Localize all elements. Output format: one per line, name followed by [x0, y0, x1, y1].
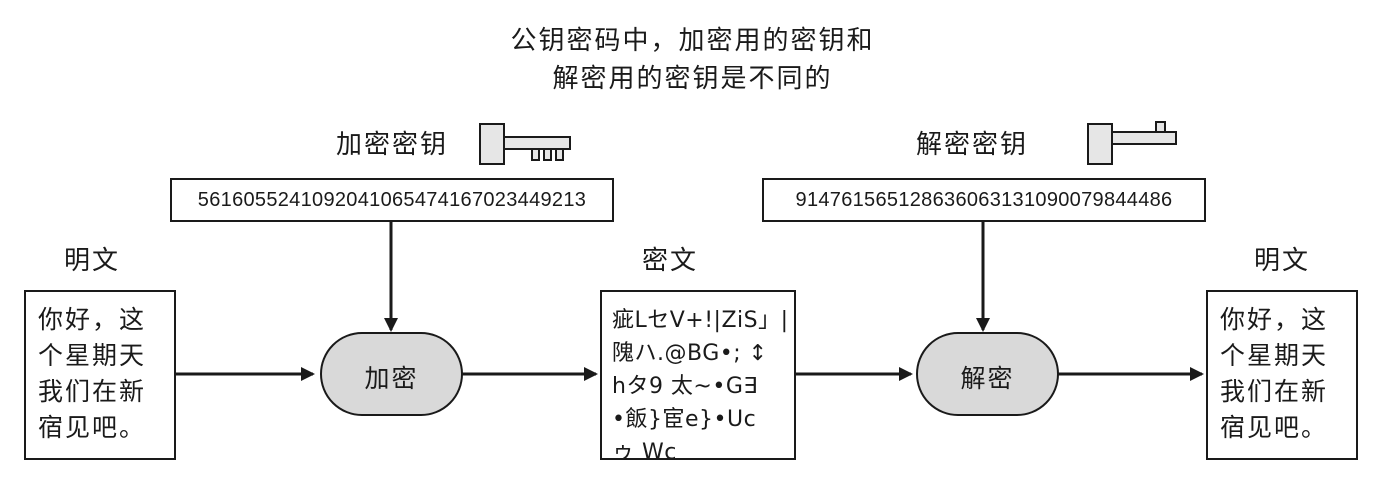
encrypt-key-icon — [479, 123, 571, 165]
ciphertext-line: •飯}宦e}•Uc — [612, 407, 757, 432]
ciphertext-label: 密文 — [642, 246, 699, 276]
plaintext-right-line: 你好，这 — [1220, 305, 1329, 334]
plaintext-right-line: 宿见吧。 — [1220, 413, 1329, 442]
diagram-title-line-2: 解密用的密钥是不同的 — [552, 64, 833, 94]
plaintext-right-line: 我们在新 — [1220, 377, 1329, 406]
encrypt-key-label: 加密密钥 — [336, 130, 449, 160]
plaintext-left-line: 宿见吧。 — [38, 413, 147, 442]
decrypt-key-label: 解密密钥 — [916, 130, 1029, 160]
ciphertext-line: ゥ Wc — [612, 440, 677, 460]
plaintext-left-line: 我们在新 — [38, 377, 147, 406]
decrypt-process-label: 解密 — [960, 364, 1015, 393]
decrypt-key-icon — [1087, 121, 1177, 165]
plaintext-left-line: 个星期天 — [38, 341, 147, 370]
diagram-title-line-1: 公钥密码中，加密用的密钥和 — [510, 26, 875, 56]
ciphertext-box: 疵LセV+!|ZiS」| 隗ハ.@BG•; ↕ hタ9 太~•G∃ •飯}宦e}… — [600, 290, 796, 460]
decrypt-key-value: 914761565128636063131090079844486 — [762, 178, 1206, 222]
plaintext-left-label: 明文 — [64, 246, 121, 276]
encrypt-process-label: 加密 — [364, 364, 419, 393]
encrypt-process-shape — [320, 332, 463, 416]
ciphertext-line: hタ9 太~•G∃ — [612, 374, 758, 399]
plaintext-left-line: 你好，这 — [38, 305, 147, 334]
plaintext-left-box: 你好，这 个星期天 我们在新 宿见吧。 — [24, 290, 176, 460]
ciphertext-line: 隗ハ.@BG•; ↕ — [612, 341, 768, 366]
plaintext-right-label: 明文 — [1254, 246, 1311, 276]
plaintext-right-box: 你好，这 个星期天 我们在新 宿见吧。 — [1206, 290, 1358, 460]
ciphertext-line: 疵LセV+!|ZiS」| — [612, 308, 789, 333]
encrypt-key-value: 5616055241092041065474167023449213 — [170, 178, 614, 222]
plaintext-right-line: 个星期天 — [1220, 341, 1329, 370]
decrypt-process-shape — [916, 332, 1059, 416]
